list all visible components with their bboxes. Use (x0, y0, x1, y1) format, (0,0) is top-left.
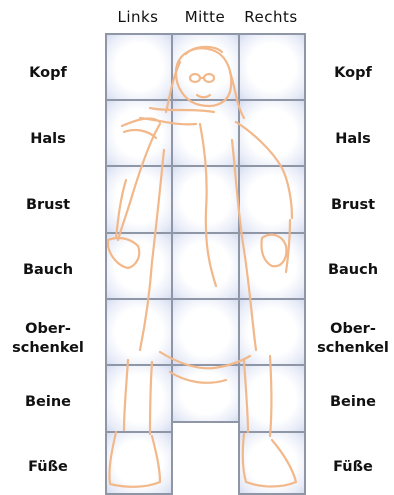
row-label-beine-left: Beine (2, 393, 94, 412)
row-label-fuesse-left: Füße (2, 458, 94, 477)
row-label-hals-left: Hals (2, 130, 94, 149)
cell-hals-mitte (171, 99, 240, 167)
row-label-bauch-right: Bauch (307, 261, 394, 280)
cell-oberschenkel-links (105, 298, 173, 366)
cell-beine-mitte (171, 364, 240, 423)
cell-bauch-links (105, 232, 173, 300)
cell-brust-mitte (171, 165, 240, 234)
cell-fuesse-rechts (238, 431, 306, 495)
row-label-brust-right: Brust (307, 196, 394, 215)
cell-kopf-mitte (171, 33, 240, 101)
cell-brust-links (105, 165, 173, 234)
cell-hals-links (105, 99, 173, 167)
cell-bauch-rechts (238, 232, 306, 300)
row-label-oberschenkel-right: Ober- schenkel (307, 320, 394, 358)
row-label-brust-left: Brust (2, 196, 94, 215)
column-header-mitte: Mitte (172, 8, 238, 26)
row-label-kopf-right: Kopf (307, 64, 394, 83)
cell-kopf-links (105, 33, 173, 101)
column-header-links: Links (105, 8, 171, 26)
row-label-hals-right: Hals (307, 130, 394, 149)
row-label-bauch-left: Bauch (2, 261, 94, 280)
cell-fuesse-links (105, 431, 173, 495)
cell-bauch-mitte (171, 232, 240, 300)
row-label-oberschenkel-left: Ober- schenkel (2, 320, 94, 358)
row-label-fuesse-right: Füße (307, 458, 394, 477)
cell-beine-rechts (238, 364, 306, 433)
row-label-kopf-left: Kopf (2, 64, 94, 83)
cell-hals-rechts (238, 99, 306, 167)
cell-oberschenkel-mitte (171, 298, 240, 366)
row-label-beine-right: Beine (307, 393, 394, 412)
cell-oberschenkel-rechts (238, 298, 306, 366)
column-header-rechts: Rechts (238, 8, 304, 26)
cell-brust-rechts (238, 165, 306, 234)
cell-kopf-rechts (238, 33, 306, 101)
cell-beine-links (105, 364, 173, 433)
